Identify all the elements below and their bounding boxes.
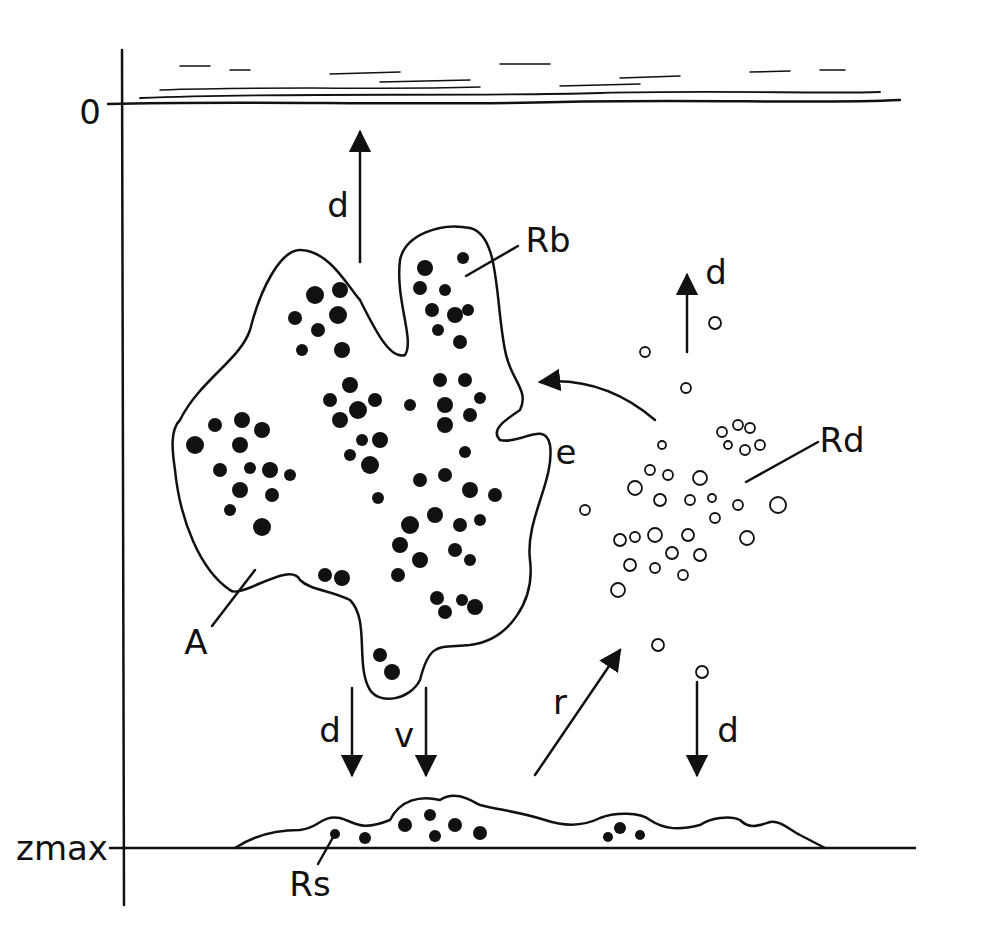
- pool-label: Rs: [289, 867, 330, 901]
- flux-label: d: [327, 188, 349, 222]
- flux-label: d: [717, 713, 739, 747]
- region-label: A: [184, 625, 207, 659]
- axis-value: zmax: [16, 831, 108, 865]
- flux-label: e: [556, 435, 577, 469]
- flux-label: d: [319, 713, 341, 747]
- flux-label: r: [553, 685, 567, 719]
- axis-value: 0: [79, 95, 101, 129]
- flux-label: v: [394, 718, 414, 752]
- pool-label: Rd: [819, 423, 864, 457]
- pool-label: Rb: [525, 223, 570, 257]
- flux-label: d: [705, 255, 727, 289]
